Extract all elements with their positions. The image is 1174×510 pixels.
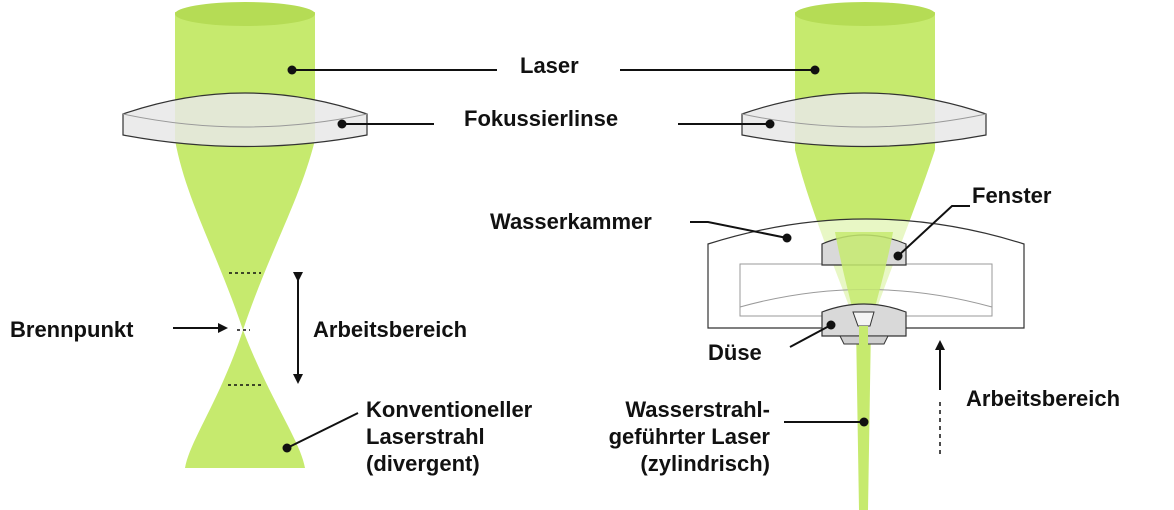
focusing-lens-label: Fokussierlinse (464, 106, 619, 131)
conventional-beam-label-line-1: Konventioneller (366, 397, 533, 422)
window-label: Fenster (972, 183, 1052, 208)
right-focusing-lens (741, 92, 987, 148)
water-chamber-leader (690, 221, 788, 239)
waterjet-leader-dot (859, 417, 869, 427)
laser-leader-right-dot (810, 65, 820, 75)
lens-leader-left-dot (337, 119, 347, 129)
waterjet-laser-label: Wasserstrahl- geführter Laser (zylindris… (588, 396, 770, 477)
nozzle-leader-dot (826, 320, 836, 330)
laser-leader-left-dot (287, 65, 297, 75)
waterjet-laser-setup (620, 2, 1025, 510)
window-leader (897, 205, 970, 257)
conventional-beam-label-line-2: Laserstrahl (366, 424, 485, 449)
left-focusing-lens (122, 92, 368, 148)
waterjet-laser-label-line-3: (zylindrisch) (640, 451, 770, 476)
working-range-right-label: Arbeitsbereich (966, 386, 1121, 411)
lens-leader-right-dot (765, 119, 775, 129)
conventional-beam-leader (286, 412, 359, 449)
focal-point-label: Brennpunkt (10, 317, 134, 342)
conventional-beam-label: Konventioneller Laserstrahl (divergent) (366, 396, 532, 477)
conventional-beam-leader-dot (282, 443, 292, 453)
waterjet-beam-top (795, 2, 935, 26)
waterjet-laser-label-line-2: geführter Laser (608, 424, 770, 449)
waterjet-beam-in-chamber (835, 232, 893, 325)
laser-label: Laser (520, 53, 579, 78)
conventional-beam-label-line-3: (divergent) (366, 451, 480, 476)
conventional-beam-top (175, 2, 315, 26)
working-range-left-label: Arbeitsbereich (313, 317, 468, 342)
water-chamber-label: Wasserkammer (490, 209, 652, 234)
conventional-laser-setup (122, 2, 497, 468)
waterjet-laser-label-line-1: Wasserstrahl- (625, 397, 770, 422)
nozzle-label: Düse (708, 340, 762, 365)
conventional-laser-beam (175, 12, 315, 468)
window-leader-dot (893, 251, 903, 261)
water-chamber-leader-dot (782, 233, 792, 243)
nozzle-leader (789, 324, 832, 348)
